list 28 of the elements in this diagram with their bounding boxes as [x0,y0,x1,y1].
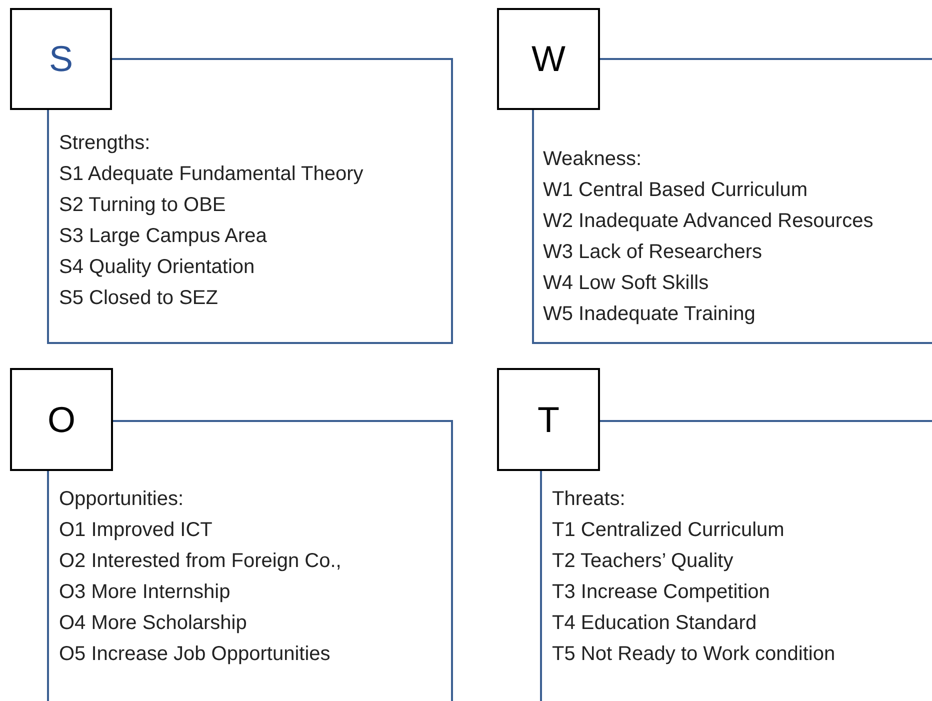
list-item: O5 Increase Job Opportunities [59,642,330,667]
panel-heading: Opportunities: [59,487,184,512]
list-item: W3 Lack of Researchers [543,240,762,265]
list-item: S4 Quality Orientation [59,255,255,280]
list-item: S5 Closed to SEZ [59,286,218,311]
list-item: T1 Centralized Curriculum [552,518,784,543]
panel-heading: Threats: [552,487,626,512]
list-item: T5 Not Ready to Work condition [552,642,836,667]
list-item: O4 More Scholarship [59,611,247,636]
list-item: T2 Teachers’ Quality [552,549,734,574]
letter-box: S [10,8,112,110]
list-item: O3 More Internship [59,580,230,605]
list-item: W2 Inadequate Advanced Resources [543,209,874,234]
list-item: T4 Education Standard [552,611,757,636]
letter-box: T [497,368,600,471]
list-item: S2 Turning to OBE [59,193,226,218]
list-item: W1 Central Based Curriculum [543,178,808,203]
list-item: W4 Low Soft Skills [543,271,709,296]
letter-box: O [10,368,113,471]
list-item: S1 Adequate Fundamental Theory [59,162,364,187]
letter-box: W [497,8,600,110]
panel-heading: Weakness: [543,147,642,172]
list-item: S3 Large Campus Area [59,224,267,249]
panel-heading: Strengths: [59,131,150,156]
list-item: O2 Interested from Foreign Co., [59,549,342,574]
list-item: O1 Improved ICT [59,518,212,543]
list-item: T3 Increase Competition [552,580,770,605]
list-item: W5 Inadequate Training [543,302,756,327]
